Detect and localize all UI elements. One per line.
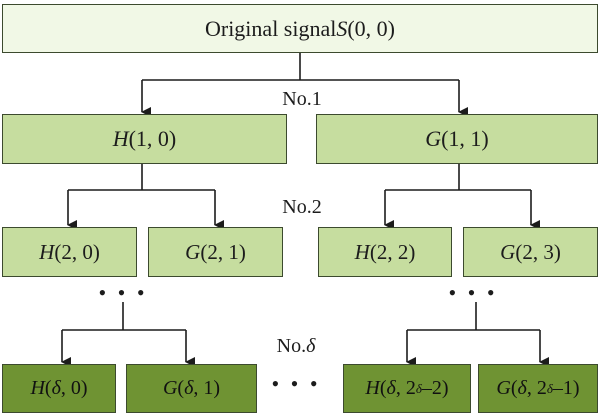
node-original-signal: Original signal S (0, 0) (2, 4, 598, 53)
node-g-2-1: G (2, 1) (148, 227, 283, 277)
ellipsis-middle: • • • (271, 371, 321, 396)
ellipsis-right: • • • (448, 280, 498, 305)
node-h-2-0: H (2, 0) (2, 227, 137, 277)
node-label-args: (0, 0) (347, 15, 396, 41)
node-h-2-2: H (2, 2) (318, 227, 452, 277)
level-label-1: No.1 (282, 88, 322, 110)
node-label-text: Original signal (204, 15, 337, 41)
node-g-1-1: G (1, 1) (316, 114, 598, 164)
node-h-1-0: H (1, 0) (2, 114, 287, 164)
node-g-2-3: G (2, 3) (463, 227, 598, 277)
level-label-2: No.2 (282, 196, 322, 218)
node-g-delta-1: G (δ, 1) (126, 364, 257, 413)
node-label-var: S (336, 15, 348, 41)
ellipsis-left: • • • (98, 280, 148, 305)
level-label-delta: No.δ (276, 335, 316, 357)
node-h-delta-0: H (δ, 0) (2, 364, 116, 413)
